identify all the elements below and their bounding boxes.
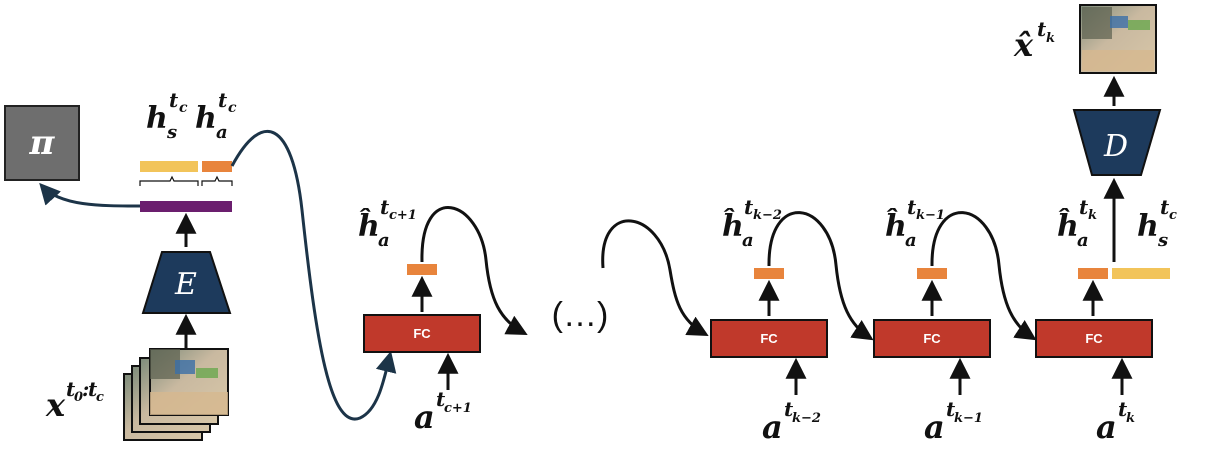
step4-a-base: a bbox=[1096, 408, 1117, 446]
policy-box: π bbox=[4, 105, 80, 181]
input-label-sup2: t bbox=[88, 377, 98, 401]
action-latent-bar bbox=[202, 161, 232, 172]
step1-h-sup: t bbox=[380, 195, 390, 219]
input-label: x t 0 : t c bbox=[45, 377, 104, 424]
step2-h-sup: t bbox=[744, 195, 754, 219]
step3-a-sup-sub: k−1 bbox=[954, 411, 983, 426]
input-label-base: x bbox=[45, 386, 66, 424]
step1-action-latent bbox=[407, 264, 437, 275]
step4-fc-block bbox=[1035, 319, 1153, 358]
action-brace bbox=[201, 175, 233, 186]
step3-recurrent-arrow bbox=[930, 211, 1037, 341]
final-hs-base: h bbox=[1137, 209, 1159, 244]
step2-a-sup: t bbox=[784, 397, 794, 421]
step1-a-base: a bbox=[414, 398, 435, 436]
step2-action-latent bbox=[754, 268, 784, 279]
step3-h-base: ĥ bbox=[885, 208, 907, 244]
decoder-label: D bbox=[1103, 129, 1128, 164]
step2-a-sup-sub: k−2 bbox=[792, 411, 821, 426]
ha-label-sup-sub: c bbox=[228, 100, 237, 116]
step1-a-sup: t bbox=[436, 387, 446, 411]
policy-label: π bbox=[29, 123, 56, 163]
step4-fc-label: FC bbox=[1085, 331, 1103, 346]
step4-h-sub: a bbox=[1077, 230, 1089, 251]
encoder-block: E bbox=[141, 251, 232, 314]
input-label-sup-sub1: 0 bbox=[74, 390, 83, 405]
step3-a-base: a bbox=[924, 408, 945, 446]
step3-fc-label: FC bbox=[923, 331, 941, 346]
step4-state-latent bbox=[1112, 268, 1170, 279]
latent-to-policy-arrow bbox=[39, 182, 141, 208]
step-tk1: ĥ a t k−1 FC a t k−1 bbox=[873, 195, 1037, 446]
step2-h-base: ĥ bbox=[722, 208, 744, 244]
step2-h-sub: a bbox=[742, 230, 754, 251]
output-label: x̂ t k bbox=[1013, 17, 1055, 64]
final-hs-sub: s bbox=[1157, 230, 1168, 251]
ha-label-sub: a bbox=[216, 122, 228, 143]
hs-label-sub: s bbox=[166, 122, 177, 143]
output-frame bbox=[1079, 4, 1157, 74]
step-tk2: ĥ a t k−2 FC a t k−2 bbox=[710, 195, 874, 446]
final-hs-sup-sub: c bbox=[1169, 208, 1177, 223]
input-frame-stack bbox=[123, 348, 229, 441]
step-tc1: ĥ a t c+1 FC a t c+1 bbox=[358, 195, 528, 436]
step3-a-sup: t bbox=[946, 397, 956, 421]
hs-label-sup: t bbox=[169, 88, 179, 112]
step1-fc-block bbox=[363, 314, 481, 353]
step2-a-base: a bbox=[762, 408, 783, 446]
step2-h-sup-sub: k−2 bbox=[753, 208, 782, 223]
hs-label-base: h bbox=[146, 101, 168, 136]
ellipsis-to-fc-arrow bbox=[601, 219, 709, 337]
output-label-sup-sub: k bbox=[1046, 31, 1055, 46]
step4-h-sup: t bbox=[1079, 195, 1089, 219]
step3-action-latent bbox=[917, 268, 947, 279]
step4-h-base: ĥ bbox=[1057, 208, 1079, 244]
step4-h-sup-sub: k bbox=[1088, 208, 1097, 223]
step2-fc-block bbox=[710, 319, 828, 358]
step1-h-base: ĥ bbox=[358, 208, 380, 244]
step2-fc-label: FC bbox=[760, 331, 778, 346]
step-tk: ĥ a t k h s t c FC a t k bbox=[1035, 195, 1177, 446]
state-latent-bar bbox=[140, 161, 198, 172]
ha-label-sup: t bbox=[218, 88, 228, 112]
step1-h-sup-sub: c+1 bbox=[389, 208, 417, 223]
step3-h-sup-sub: k−1 bbox=[916, 208, 945, 223]
final-hs-sup: t bbox=[1160, 195, 1170, 219]
output-label-sup: t bbox=[1037, 17, 1047, 41]
ha-label-base: h bbox=[195, 101, 217, 136]
output-label-base: x̂ bbox=[1013, 26, 1034, 64]
step3-fc-block bbox=[873, 319, 991, 358]
state-brace bbox=[139, 175, 199, 186]
input-label-sup: t bbox=[66, 377, 76, 401]
decoder-block: D bbox=[1072, 109, 1162, 176]
ha-to-first-fc-curve bbox=[230, 129, 397, 421]
encoder-label: E bbox=[174, 267, 197, 302]
step4-a-sup-sub: k bbox=[1126, 411, 1135, 426]
step1-recurrent-arrow bbox=[420, 206, 528, 336]
step4-a-sup: t bbox=[1118, 397, 1128, 421]
latent-split-label: h s t c h a t c bbox=[146, 88, 237, 143]
step1-h-sub: a bbox=[378, 230, 390, 251]
ellipsis: (…) bbox=[552, 296, 609, 334]
input-label-sup-sub2: c bbox=[96, 390, 104, 405]
full-latent-bar bbox=[140, 201, 232, 212]
step1-fc-label: FC bbox=[413, 326, 431, 341]
step3-h-sub: a bbox=[905, 230, 917, 251]
step1-a-sup-sub: c+1 bbox=[444, 401, 472, 416]
step4-action-latent bbox=[1078, 268, 1108, 279]
input-label-colon: : bbox=[82, 377, 89, 401]
step3-h-sup: t bbox=[907, 195, 917, 219]
step2-recurrent-arrow bbox=[767, 211, 874, 341]
hs-label-sup-sub: c bbox=[179, 100, 188, 116]
